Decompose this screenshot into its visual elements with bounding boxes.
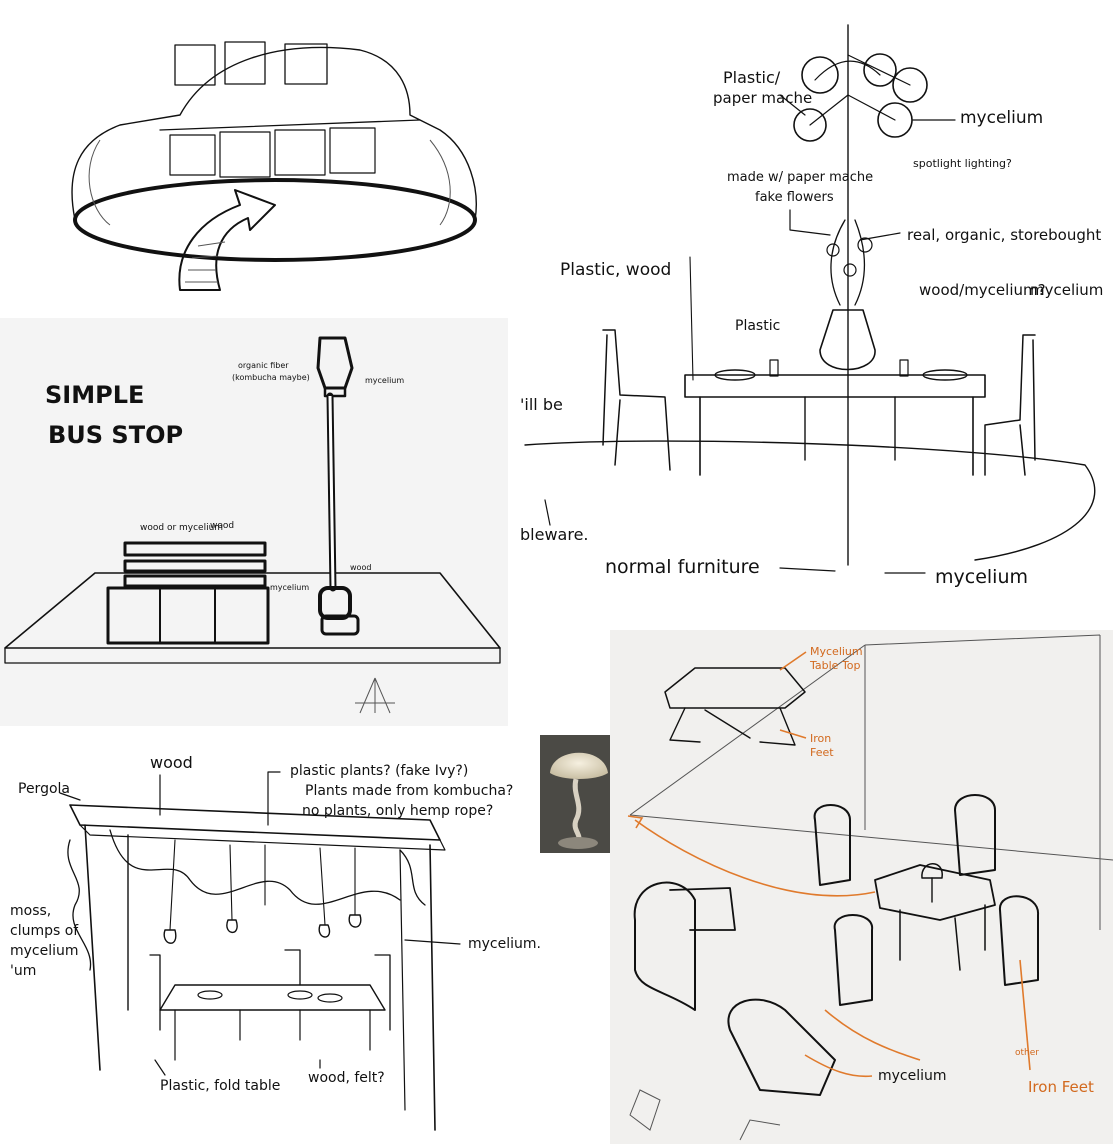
moss-label-3: mycelium <box>10 943 79 959</box>
lamp-note-3: mycelium <box>365 376 404 385</box>
wood-felt-label: wood, felt? <box>308 1070 385 1086</box>
wood-label: wood <box>150 753 193 772</box>
dining-sketch: Plastic/ paper mache mycelium spotlight … <box>515 5 1113 615</box>
iron-label-2: Feet <box>810 746 834 759</box>
fold-table-label: Plastic, fold table <box>160 1078 280 1094</box>
pergola-sketch: Pergola wood plastic plants? (fake Ivy?)… <box>0 730 560 1144</box>
floor-mycelium-label: mycelium <box>935 566 1028 588</box>
flowers-real-label: real, organic, storebought <box>907 226 1101 244</box>
table-top-label-2: Table Top <box>809 659 861 672</box>
bus-stop-title-2: BUS STOP <box>48 421 183 449</box>
iron-label-1: Iron <box>810 732 831 745</box>
flowers-label-1: made w/ paper mache <box>727 170 873 185</box>
pergola-label: Pergola <box>18 781 70 797</box>
moss-label-2: clumps of <box>10 923 79 939</box>
post-note: wood <box>350 563 371 572</box>
normal-furniture-label: normal furniture <box>605 556 760 578</box>
left-edge-label-1: 'ill be <box>520 395 563 414</box>
plants-label-2: Plants made from kombucha? <box>305 783 513 799</box>
bus-stop-title-1: SIMPLE <box>45 381 144 409</box>
chandelier-label-1: Plastic/ <box>723 68 781 87</box>
iron-feet-label: Iron Feet <box>1028 1078 1094 1096</box>
moss-label-4: 'um <box>10 963 36 979</box>
wood-mycelium-label: wood/mycelium? <box>919 281 1046 299</box>
pergola-mycelium-label: mycelium. <box>468 936 541 952</box>
moss-label-1: moss, <box>10 903 51 919</box>
glass-label: Plastic <box>735 318 780 334</box>
chandelier-right-label: mycelium <box>960 108 1043 128</box>
bus-stop-sketch: SIMPLE BUS STOP wood or mycelium wood or… <box>0 318 508 726</box>
chairs-left-label: Plastic, wood <box>560 260 671 280</box>
spotlight-label: spotlight lighting? <box>913 157 1012 170</box>
flowers-label-2: fake flowers <box>755 190 834 205</box>
mushroom-lamp-photo <box>540 735 616 853</box>
plants-label-1: plastic plants? (fake Ivy?) <box>290 763 468 779</box>
isometric-room-sketch: Mycelium Table Top Iron Feet mycelium ot… <box>610 630 1113 1144</box>
chandelier-label-2: paper mache <box>713 89 812 107</box>
other-label: other <box>1015 1048 1039 1058</box>
iso-mycelium-label: mycelium <box>878 1068 947 1084</box>
bench-note-2: wood <box>210 521 234 531</box>
lamp-note-2: (kombucha maybe) <box>232 373 310 382</box>
table-top-label-1: Mycelium <box>810 645 863 658</box>
kitchen-sketch <box>60 20 490 310</box>
chair-right-label: mycelium <box>1030 281 1103 299</box>
lamp-note-1: organic fiber <box>238 361 289 370</box>
left-edge-label-2: bleware. <box>520 525 589 544</box>
ground-note: mycelium <box>270 583 309 592</box>
